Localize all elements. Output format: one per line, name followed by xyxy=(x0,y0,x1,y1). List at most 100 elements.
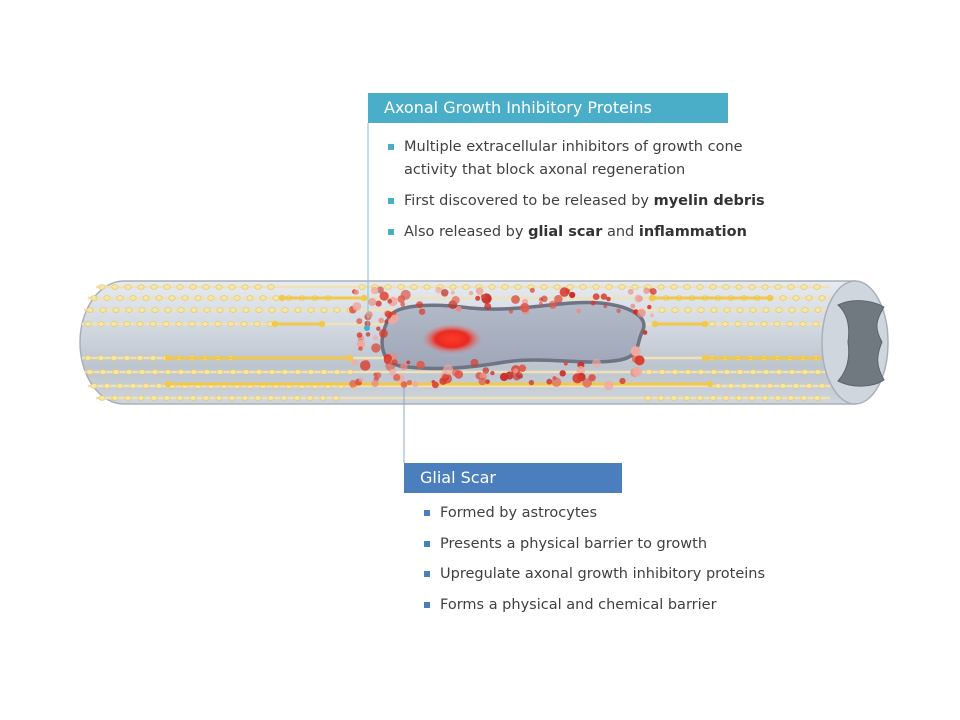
myelin-bead xyxy=(805,295,813,301)
debris-particle xyxy=(362,360,370,368)
axon-tip xyxy=(766,294,774,302)
myelin-bead xyxy=(410,284,418,290)
myelin-bead xyxy=(229,307,237,313)
debris-particle xyxy=(632,366,642,377)
bullet-text: Multiple extracellular inhibitors of gro… xyxy=(404,139,743,178)
myelin-bead xyxy=(229,369,237,375)
myelin-bead xyxy=(657,395,665,401)
debris-particle xyxy=(356,339,366,349)
myelin-bead xyxy=(618,284,626,290)
myelin-bead xyxy=(129,295,137,301)
debris-particle xyxy=(508,309,514,314)
debris-particle xyxy=(478,377,487,386)
myelin-bead xyxy=(723,307,731,313)
myelin-bead xyxy=(645,369,653,375)
axon-tip xyxy=(360,294,368,302)
myelin-bead xyxy=(787,395,795,401)
debris-particle xyxy=(440,289,449,297)
glial-scar-header: Glial Scar xyxy=(404,463,622,493)
debris-particle xyxy=(351,359,358,366)
debris-particle xyxy=(592,358,601,368)
debris-particle xyxy=(559,287,570,297)
bullet-item: Upregulate axonal growth inhibitory prot… xyxy=(424,563,804,586)
debris-particle xyxy=(630,346,641,357)
myelin-bead xyxy=(306,395,314,401)
myelin-bead xyxy=(214,321,222,327)
myelin-bead xyxy=(201,321,209,327)
axon-tip xyxy=(346,354,354,362)
myelin-bead xyxy=(110,321,118,327)
myelin-bead xyxy=(671,369,679,375)
debris-particle xyxy=(539,301,543,306)
debris-particle xyxy=(365,332,371,337)
myelin-bead xyxy=(228,284,236,290)
myelin-bead xyxy=(805,383,813,389)
myelin-bead xyxy=(189,395,197,401)
debris-particle xyxy=(390,314,399,323)
debris-particle xyxy=(375,300,382,307)
myelin-bead xyxy=(774,395,782,401)
debris-particle xyxy=(372,335,378,341)
debris-particle xyxy=(482,367,490,374)
debris-particle xyxy=(559,370,566,377)
debris-particle xyxy=(356,318,363,325)
myelin-bead xyxy=(194,295,202,301)
bullet-item: Presents a physical barrier to growth xyxy=(424,533,804,556)
debris-particle xyxy=(376,286,384,294)
debris-particle xyxy=(528,379,535,386)
myelin-bead xyxy=(97,355,105,361)
myelin-bead xyxy=(190,369,198,375)
debris-particle xyxy=(520,302,530,313)
bullet-bold-text: glial scar xyxy=(528,224,603,240)
myelin-bead xyxy=(792,295,800,301)
myelin-bead xyxy=(748,284,756,290)
myelin-bead xyxy=(162,321,170,327)
debris-particle xyxy=(627,288,634,295)
debris-particle xyxy=(511,295,520,304)
myelin-bead xyxy=(735,395,743,401)
debris-particle xyxy=(384,357,391,365)
myelin-bead xyxy=(125,307,133,313)
debris-particle xyxy=(356,332,363,338)
myelin-bead xyxy=(137,284,145,290)
myelin-bead xyxy=(99,307,107,313)
debris-particle xyxy=(518,364,527,372)
agip-connector-dot xyxy=(364,325,370,331)
myelin-bead xyxy=(658,369,666,375)
myelin-bead xyxy=(813,284,821,290)
debris-particle xyxy=(604,380,614,391)
myelin-bead xyxy=(714,383,722,389)
myelin-bead xyxy=(605,284,613,290)
myelin-bead xyxy=(176,284,184,290)
debris-particle xyxy=(616,308,621,314)
myelin-bead xyxy=(86,307,94,313)
bullet-text: Formed by astrocytes xyxy=(440,505,598,521)
debris-particle xyxy=(349,380,357,388)
myelin-bead xyxy=(163,395,171,401)
myelin-bead xyxy=(253,321,261,327)
myelin-bead xyxy=(710,369,718,375)
debris-particle xyxy=(375,372,382,379)
debris-particle xyxy=(649,288,657,295)
myelin-bead xyxy=(644,395,652,401)
debris-particle xyxy=(576,365,586,375)
axon-tip xyxy=(318,320,326,328)
debris-particle xyxy=(370,286,379,295)
nerve-end-cap xyxy=(821,280,889,405)
debris-particle xyxy=(442,364,454,375)
debris-particle xyxy=(454,370,464,379)
debris-particle xyxy=(352,302,362,311)
myelin-bead xyxy=(683,284,691,290)
myelin-bead xyxy=(775,369,783,375)
myelin-bead xyxy=(90,295,98,301)
debris-particle xyxy=(590,300,596,306)
myelin-bead xyxy=(254,395,262,401)
debris-particle xyxy=(650,313,654,318)
debris-particle xyxy=(475,287,484,295)
debris-particle xyxy=(358,377,364,383)
debris-particle xyxy=(384,310,392,318)
debris-particle xyxy=(634,294,643,303)
debris-particle xyxy=(450,290,455,295)
myelin-bead xyxy=(136,321,144,327)
myelin-bead xyxy=(259,295,267,301)
